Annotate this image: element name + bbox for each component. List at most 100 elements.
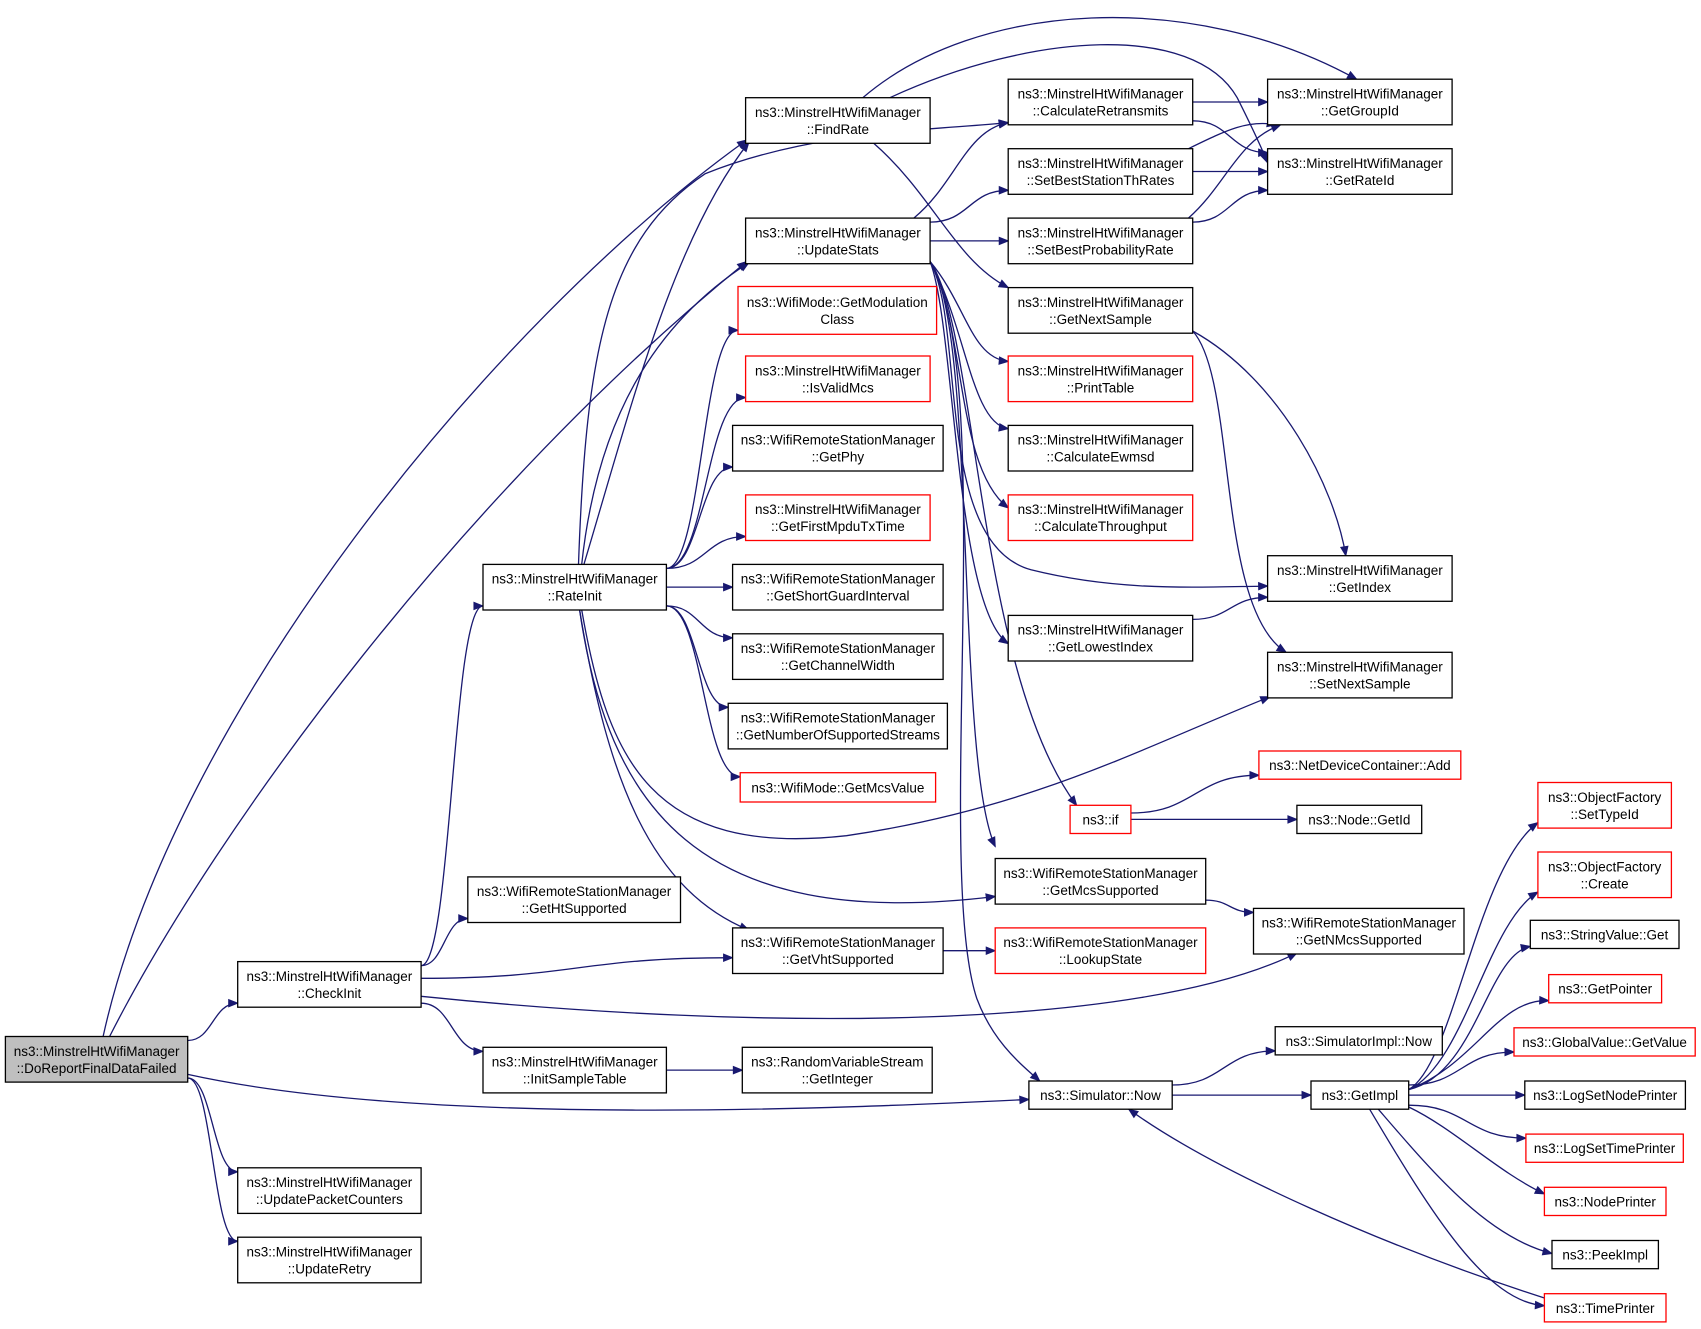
- edge-getimpl-to-getpointer-arrowhead: [1539, 995, 1551, 1005]
- node-getvht[interactable]: ns3::WifiRemoteStationManager::GetVhtSup…: [731, 927, 944, 975]
- node-gvgetvalue[interactable]: ns3::GlobalValue::GetValue: [1513, 1027, 1696, 1057]
- node-peekimpl[interactable]: ns3::PeekImpl: [1551, 1239, 1660, 1270]
- node-getsgi[interactable]: ns3::WifiRemoteStationManager::GetShortG…: [731, 563, 944, 611]
- edge-getnextsample-to-setnextsample: [1192, 330, 1287, 653]
- node-label-line: ns3::WifiRemoteStationManager: [741, 641, 936, 656]
- node-root[interactable]: ns3::MinstrelHtWifiManager::DoReportFina…: [4, 1035, 189, 1083]
- node-label-line: ::SetNextSample: [1309, 677, 1410, 692]
- node-getrateid[interactable]: ns3::MinstrelHtWifiManager::GetRateId: [1266, 148, 1453, 195]
- node-isvalidmcs[interactable]: ns3::MinstrelHtWifiManager::IsValidMcs: [744, 355, 931, 403]
- node-label-line: ns3::GlobalValue::GetValue: [1522, 1035, 1687, 1050]
- edge-calcretrans-to-getrateid-arrowhead: [1258, 148, 1269, 158]
- node-rvsgetint[interactable]: ns3::RandomVariableStream::GetInteger: [741, 1046, 933, 1094]
- node-label-line: ns3::WifiRemoteStationManager: [1262, 916, 1457, 931]
- node-initsample[interactable]: ns3::MinstrelHtWifiManager::InitSampleTa…: [482, 1046, 668, 1094]
- node-box: [1028, 1080, 1173, 1110]
- node-getnextsample[interactable]: ns3::MinstrelHtWifiManager::GetNextSampl…: [1007, 286, 1194, 334]
- node-label-line: ns3::MinstrelHtWifiManager: [755, 502, 921, 517]
- node-simnow[interactable]: ns3::Simulator::Now: [1028, 1080, 1173, 1110]
- edge-updstats-to-setbestth-arrowhead: [998, 185, 1010, 195]
- node-setnextsample[interactable]: ns3::MinstrelHtWifiManager::SetNextSampl…: [1266, 651, 1453, 699]
- node-lookupstate[interactable]: ns3::WifiRemoteStationManager::LookupSta…: [994, 927, 1207, 975]
- edge-simnow-to-simimplnow-arrowhead: [1265, 1046, 1277, 1056]
- node-logsetnode[interactable]: ns3::LogSetNodePrinter: [1524, 1080, 1687, 1110]
- node-box: [1007, 286, 1194, 334]
- node-nodegetid[interactable]: ns3::Node::GetId: [1296, 804, 1423, 835]
- edge-if-to-ndcadd-arrowhead: [1249, 770, 1261, 780]
- edge-setbestprob-to-getgroupid-arrowhead: [1270, 124, 1282, 133]
- node-getindex[interactable]: ns3::MinstrelHtWifiManager::GetIndex: [1266, 555, 1453, 602]
- node-getht[interactable]: ns3::WifiRemoteStationManager::GetHtSupp…: [467, 876, 682, 924]
- node-ofcreate[interactable]: ns3::ObjectFactory::Create: [1537, 851, 1673, 899]
- node-logsettime[interactable]: ns3::LogSetTimePrinter: [1525, 1133, 1684, 1163]
- node-calcretrans[interactable]: ns3::MinstrelHtWifiManager::CalculateRet…: [1007, 78, 1194, 126]
- node-timeprinter[interactable]: ns3::TimePrinter: [1543, 1293, 1667, 1323]
- node-getmcsvalue[interactable]: ns3::WifiMode::GetMcsValue: [739, 772, 937, 803]
- node-box: [739, 772, 937, 803]
- node-box: [237, 960, 422, 1008]
- node-rateinit[interactable]: ns3::MinstrelHtWifiManager::RateInit: [482, 563, 668, 611]
- node-calcthr[interactable]: ns3::MinstrelHtWifiManager::CalculateThr…: [1007, 494, 1194, 542]
- node-label-line: ::FindRate: [807, 122, 869, 137]
- edge-updstats-to-getindex-arrowhead: [1258, 581, 1269, 591]
- node-calcewmsd[interactable]: ns3::MinstrelHtWifiManager::CalculateEwm…: [1007, 424, 1194, 472]
- node-label-line: ns3::NetDeviceContainer::Add: [1269, 758, 1451, 773]
- edge-root-to-checkinit: [187, 1002, 238, 1042]
- node-getfirstmpdu[interactable]: ns3::MinstrelHtWifiManager::GetFirstMpdu…: [744, 494, 931, 542]
- node-label-line: ns3::MinstrelHtWifiManager: [1018, 433, 1184, 448]
- node-setbestprob[interactable]: ns3::MinstrelHtWifiManager::SetBestProba…: [1007, 217, 1194, 265]
- node-setbestth[interactable]: ns3::MinstrelHtWifiManager::SetBestStati…: [1007, 148, 1194, 195]
- node-findrate[interactable]: ns3::MinstrelHtWifiManager::FindRate: [744, 97, 931, 144]
- node-label-line: ::GetHtSupported: [522, 901, 627, 916]
- node-box: [731, 563, 944, 611]
- node-label-line: ::GetPhy: [812, 450, 865, 465]
- node-updstats[interactable]: ns3::MinstrelHtWifiManager::UpdateStats: [744, 217, 931, 265]
- node-updpkt[interactable]: ns3::MinstrelHtWifiManager::UpdatePacket…: [237, 1167, 422, 1215]
- node-getimpl[interactable]: ns3::GetImpl: [1310, 1080, 1410, 1110]
- node-box: [741, 1046, 933, 1094]
- edge-calcretrans-to-getrateid: [1192, 120, 1268, 154]
- node-box: [994, 857, 1207, 905]
- edge-rateinit-to-updstats: [581, 262, 750, 565]
- node-box: [744, 355, 931, 403]
- edge-checkinit-to-getvht-arrowhead: [723, 953, 734, 963]
- edge-if-to-nodegetid-arrowhead: [1287, 815, 1299, 824]
- edge-rateinit-to-getfirstmpdu-arrowhead: [736, 532, 747, 541]
- node-ndcadd[interactable]: ns3::NetDeviceContainer::Add: [1258, 750, 1462, 780]
- node-box: [482, 563, 668, 611]
- edge-setbestth-to-getrateid-arrowhead: [1258, 167, 1269, 176]
- node-nodeprinter[interactable]: ns3::NodePrinter: [1543, 1186, 1667, 1217]
- node-box: [994, 927, 1207, 975]
- node-getnmcs[interactable]: ns3::WifiRemoteStationManager::GetNMcsSu…: [1252, 907, 1465, 955]
- node-label-line: ns3::MinstrelHtWifiManager: [1018, 156, 1184, 171]
- edge-getimpl-to-getpointer: [1408, 999, 1549, 1091]
- node-updretry[interactable]: ns3::MinstrelHtWifiManager::UpdateRetry: [237, 1236, 422, 1284]
- edge-updstats-to-getlowest-arrowhead: [997, 634, 1010, 645]
- node-getgroupid[interactable]: ns3::MinstrelHtWifiManager::GetGroupId: [1266, 78, 1453, 126]
- node-box: [467, 876, 682, 924]
- node-getpointer[interactable]: ns3::GetPointer: [1548, 973, 1663, 1004]
- node-ofsettype[interactable]: ns3::ObjectFactory::SetTypeId: [1537, 781, 1673, 829]
- node-checkinit[interactable]: ns3::MinstrelHtWifiManager::CheckInit: [237, 960, 422, 1008]
- edge-simnow-to-getimpl-arrowhead: [1301, 1090, 1313, 1100]
- edge-getimpl-to-ofcreate: [1408, 891, 1539, 1091]
- node-if[interactable]: ns3::if: [1069, 804, 1132, 835]
- edge-setbestth-to-getgroupid: [1188, 122, 1277, 150]
- node-getlowest[interactable]: ns3::MinstrelHtWifiManager::GetLowestInd…: [1007, 614, 1194, 662]
- node-label-line: ns3::MinstrelHtWifiManager: [492, 1055, 658, 1070]
- node-printtable[interactable]: ns3::MinstrelHtWifiManager::PrintTable: [1007, 355, 1194, 403]
- node-label-line: ns3::MinstrelHtWifiManager: [1277, 156, 1443, 171]
- node-simimplnow[interactable]: ns3::SimulatorImpl::Now: [1274, 1026, 1443, 1056]
- node-label-line: ::SetBestStationThRates: [1027, 173, 1175, 188]
- node-strvalget[interactable]: ns3::StringValue::Get: [1529, 919, 1680, 950]
- node-getphy[interactable]: ns3::WifiRemoteStationManager::GetPhy: [731, 424, 944, 472]
- node-label-line: ns3::MinstrelHtWifiManager: [1277, 660, 1443, 675]
- edge-rateinit-to-getmcsvalue: [666, 605, 741, 778]
- node-getmcssup[interactable]: ns3::WifiRemoteStationManager::GetMcsSup…: [994, 857, 1207, 905]
- node-getnumstreams[interactable]: ns3::WifiRemoteStationManager::GetNumber…: [727, 702, 949, 750]
- node-getchw[interactable]: ns3::WifiRemoteStationManager::GetChanne…: [731, 633, 944, 681]
- node-box: [1007, 424, 1194, 472]
- node-box: [1007, 217, 1194, 265]
- edge-setbestprob-to-getrateid-arrowhead: [1258, 185, 1269, 195]
